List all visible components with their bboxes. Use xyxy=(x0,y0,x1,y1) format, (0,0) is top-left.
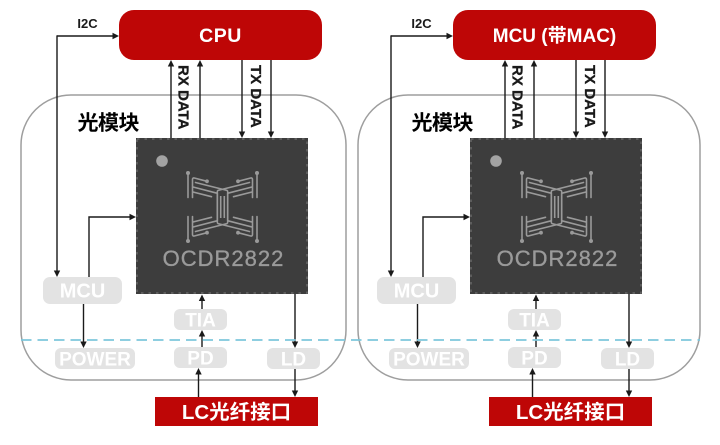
svg-text:POWER: POWER xyxy=(59,350,131,371)
svg-text:TIA: TIA xyxy=(519,311,550,332)
svg-text:PD: PD xyxy=(521,349,547,370)
svg-text:MCU (: MCU ( xyxy=(493,26,549,47)
svg-text:TX DATA: TX DATA xyxy=(581,65,598,128)
svg-text:MAC): MAC) xyxy=(567,26,617,47)
svg-text:OCDR2822: OCDR2822 xyxy=(497,246,619,271)
svg-text:LD: LD xyxy=(281,350,306,371)
svg-text:RX DATA: RX DATA xyxy=(509,65,526,130)
svg-text:POWER: POWER xyxy=(393,350,465,371)
svg-text:LC: LC xyxy=(182,401,210,424)
svg-text:LC: LC xyxy=(516,401,544,424)
svg-text:MCU: MCU xyxy=(60,281,106,303)
svg-text:CPU: CPU xyxy=(199,25,242,47)
svg-text:RX DATA: RX DATA xyxy=(175,65,192,130)
svg-text:PD: PD xyxy=(187,349,213,370)
svg-text:TIA: TIA xyxy=(185,311,216,332)
svg-text:OCDR2822: OCDR2822 xyxy=(163,246,285,271)
svg-text:MCU: MCU xyxy=(394,281,440,303)
svg-text:LD: LD xyxy=(615,350,640,371)
svg-text:I2C: I2C xyxy=(411,16,432,31)
svg-text:TX DATA: TX DATA xyxy=(247,65,264,128)
svg-text:I2C: I2C xyxy=(77,16,98,31)
